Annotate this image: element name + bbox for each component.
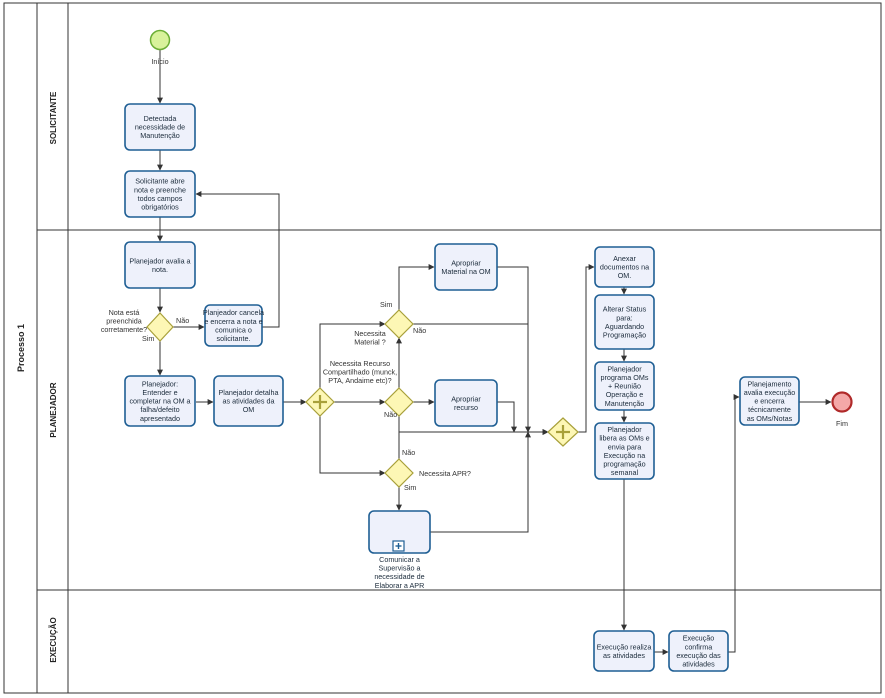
gateway-parallel-join[interactable]: [547, 417, 579, 447]
flow-label-yes: Sim: [142, 334, 154, 343]
flow-label-no: Não: [402, 448, 415, 457]
gateway-material[interactable]: [384, 309, 414, 339]
subprocess-marker-icon: [392, 540, 405, 552]
pool-label: Processo 1: [16, 324, 26, 372]
lane-label-solicitante: SOLICITANTE: [49, 91, 58, 144]
gateway-label-apr: Necessita APR?: [419, 469, 471, 478]
start-event: [149, 29, 171, 51]
gateway-recurso[interactable]: [384, 387, 414, 417]
end-event-label: Fim: [836, 419, 848, 428]
flow-label-no: Não: [176, 316, 189, 325]
start-event-label: Início: [151, 57, 168, 66]
flow-label-yes: Sim: [404, 483, 416, 492]
end-event: [831, 391, 853, 413]
flow-label-yes: Sim: [380, 300, 392, 309]
lane-label-execucao: EXECUÇÃO: [49, 617, 58, 662]
flow-label-no: Não: [384, 410, 397, 419]
gateway-apr[interactable]: [384, 458, 414, 488]
flow-label-no: Não: [413, 326, 426, 335]
lane-label-planejador: PLANEJADOR: [49, 382, 58, 437]
gateway-nota-preenchida[interactable]: [146, 312, 174, 342]
gateway-parallel-split[interactable]: [305, 387, 335, 417]
